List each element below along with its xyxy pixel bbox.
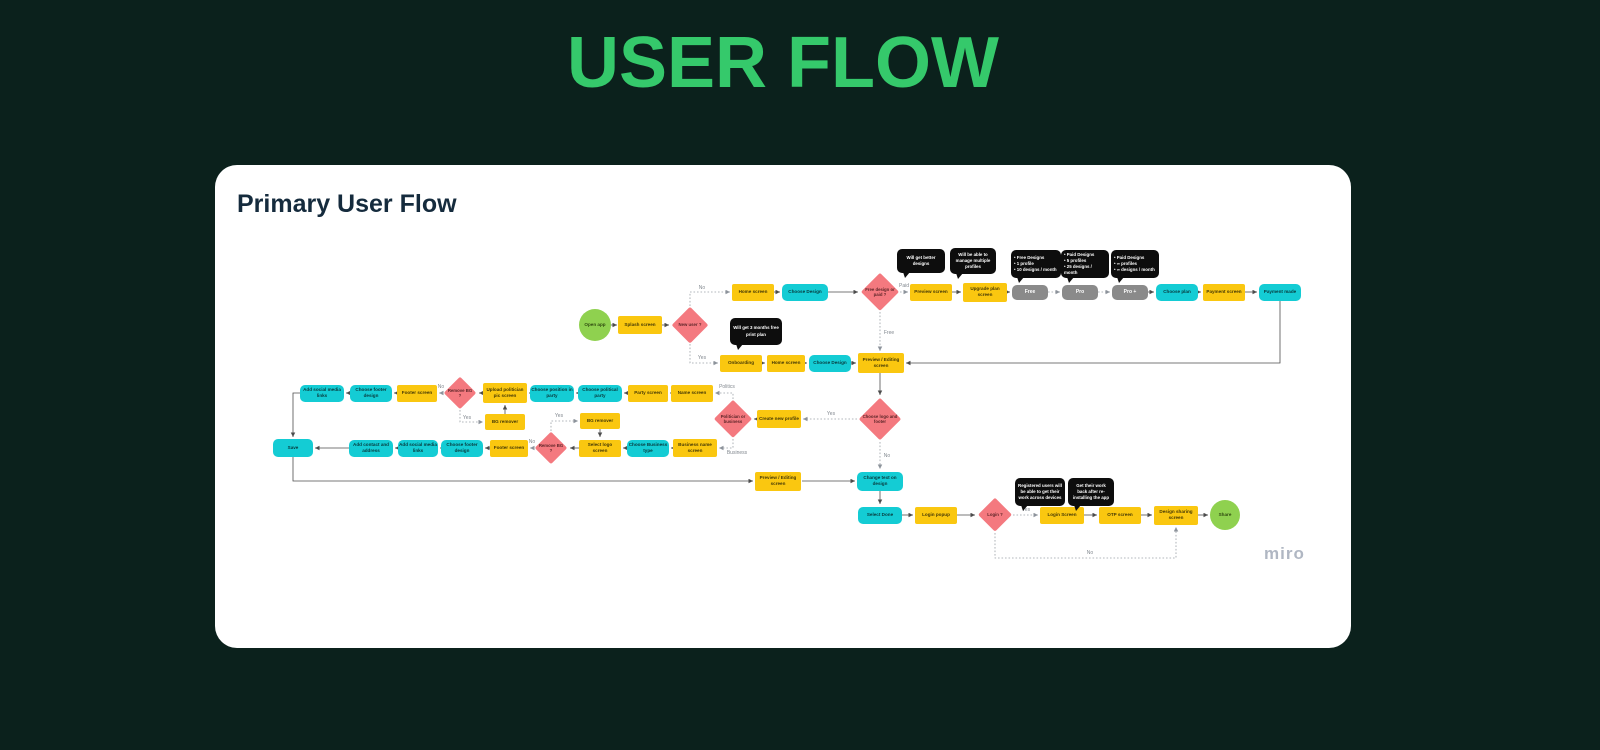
footer-screen-2-node[interactable]: Footer screen [490,439,528,457]
select-logo-screen-node[interactable]: Select logo screen [579,439,621,457]
add-social-links-1-node[interactable]: Add social media links [300,384,344,402]
plan-pro-node[interactable]: Pro [1062,284,1098,300]
choose-design-1-node[interactable]: Choose Design [782,283,828,301]
choose-business-type-node[interactable]: Choose Business type [627,439,669,457]
choose-logo-footer-node[interactable]: Choose logo and footer [858,397,902,441]
remove-bg-1-label: Remove BG ? [447,387,473,398]
tip-plan-free-tooltip[interactable]: • Free Designs• 1 profile• 10 designs / … [1011,250,1061,283]
payment-screen-node[interactable]: Payment screen [1203,283,1245,301]
free-or-paid-label: Free design or paid ? [865,286,895,297]
tip-plan-pro-plus-line-0: • Paid Designs [1114,254,1145,260]
choose-political-party-node[interactable]: Choose political party [578,384,622,402]
payment-made-node[interactable]: Payment made [1259,283,1301,301]
open-app-node[interactable]: Open app [579,309,611,341]
tip-plan-pro-plus-line-2: • ∞ designs / month [1114,267,1155,273]
tip-better-designs-tooltip[interactable]: Will get better designs [897,249,945,278]
business-name-screen-node[interactable]: Business name screen [673,439,717,457]
plan-free-node[interactable]: Free [1012,284,1048,300]
page-title: USER FLOW [567,23,999,103]
login-q-label: Login ? [987,512,1003,518]
splash-screen-node[interactable]: Splash screen [618,316,662,334]
tip-registered-users-line-0: Registered users will be able to get the… [1018,482,1062,501]
choose-footer-design-1-node[interactable]: Choose footer design [350,384,392,402]
politician-or-business-label: Politician or business [720,413,746,424]
create-new-profile-node[interactable]: Create new profile [757,410,801,428]
home-screen-1-node[interactable]: Home screen [732,283,774,301]
choose-position-in-party-node[interactable]: Choose position in party [530,384,574,402]
footer-screen-1-node[interactable]: Footer screen [397,384,437,402]
tip-plan-pro-line-2: • 25 designs / month [1064,264,1092,276]
card-title: Primary User Flow [237,190,457,218]
tip-plan-pro-plus-line-1: • ∞ profiles [1114,260,1137,266]
tip-plan-pro-tooltip[interactable]: • Paid Designs• 5 profiles• 25 designs /… [1061,250,1109,283]
tip-better-designs-line-0: Will get better designs [906,254,936,266]
choose-design-2-node[interactable]: Choose Design [809,354,851,372]
login-screen-node[interactable]: Login Screen [1040,506,1084,524]
miro-logo: miro [1264,544,1305,563]
new-user-node[interactable]: New user ? [671,306,709,344]
politician-or-business-node[interactable]: Politician or business [713,399,753,439]
remove-bg-2-node[interactable]: Remove BG ? [534,431,568,465]
remove-bg-1-node[interactable]: Remove BG ? [443,376,477,410]
save-node[interactable]: Save [273,439,313,457]
select-done-node[interactable]: Select Done [858,506,902,524]
remove-bg-2-label: Remove BG ? [538,442,564,453]
tip-work-back-line-0: Get their work back after re-installing … [1072,482,1110,501]
tip-multiple-profiles-tooltip[interactable]: Will be able to manage multiple profiles [950,248,996,279]
share-node[interactable]: Share [1210,500,1240,530]
name-screen-node[interactable]: Name screen [671,384,713,402]
change-text-on-design-node[interactable]: Change text on design [857,471,903,491]
design-sharing-screen-node[interactable]: Design sharing screen [1154,505,1198,525]
plan-pro-plus-node[interactable]: Pro + [1112,284,1148,300]
choose-plan-node[interactable]: Choose plan [1156,283,1198,301]
tip-free-months-tooltip[interactable]: Will get 3 months free print plan [730,318,782,350]
tip-free-months-line-0: Will get 3 months free print plan [733,325,779,337]
home-screen-2-node[interactable]: Home screen [767,354,805,372]
login-q-node[interactable]: Login ? [977,497,1013,533]
upgrade-plan-screen-node[interactable]: Upgrade plan screen [963,282,1007,302]
preview-screen-node[interactable]: Preview screen [910,283,952,301]
add-contact-address-node[interactable]: Add contact and address [349,439,393,457]
tip-plan-free-line-2: • 10 designs / month [1014,267,1057,273]
bg-remover-1-node[interactable]: BG remover [485,414,525,430]
choose-logo-footer-label: Choose logo and footer [862,413,898,424]
bg-remover-2-node[interactable]: BG remover [580,413,620,429]
preview-editing-2-node[interactable]: Preview / Editing screen [755,471,801,491]
tip-plan-pro-line-1: • 5 profiles [1064,257,1087,263]
tip-plan-free-line-1: • 1 profile [1014,260,1034,266]
login-popup-node[interactable]: Login popup [915,506,957,524]
preview-editing-1-node[interactable]: Preview / Editing screen [858,353,904,373]
tip-plan-free-line-0: • Free Designs [1014,254,1045,260]
new-user-label: New user ? [678,322,702,328]
add-social-links-2-node[interactable]: Add social media links [398,439,438,457]
upload-politician-pic-node[interactable]: Upload politician pic screen [483,383,527,403]
choose-footer-design-2-node[interactable]: Choose footer design [441,439,483,457]
tip-multiple-profiles-line-0: Will be able to manage multiple profiles [955,251,991,270]
tip-plan-pro-line-0: • Paid Designs [1064,251,1095,257]
onboarding-node[interactable]: Onboarding [720,354,762,372]
free-or-paid-node[interactable]: Free design or paid ? [860,272,900,312]
tip-registered-users-tooltip[interactable]: Registered users will be able to get the… [1015,478,1065,511]
tip-work-back-tooltip[interactable]: Get their work back after re-installing … [1068,478,1114,511]
party-screen-node[interactable]: Party screen [628,384,668,402]
flow-card [215,165,1351,648]
otp-screen-node[interactable]: OTP screen [1099,506,1141,524]
tip-plan-pro-plus-tooltip[interactable]: • Paid Designs• ∞ profiles• ∞ designs / … [1111,250,1159,283]
